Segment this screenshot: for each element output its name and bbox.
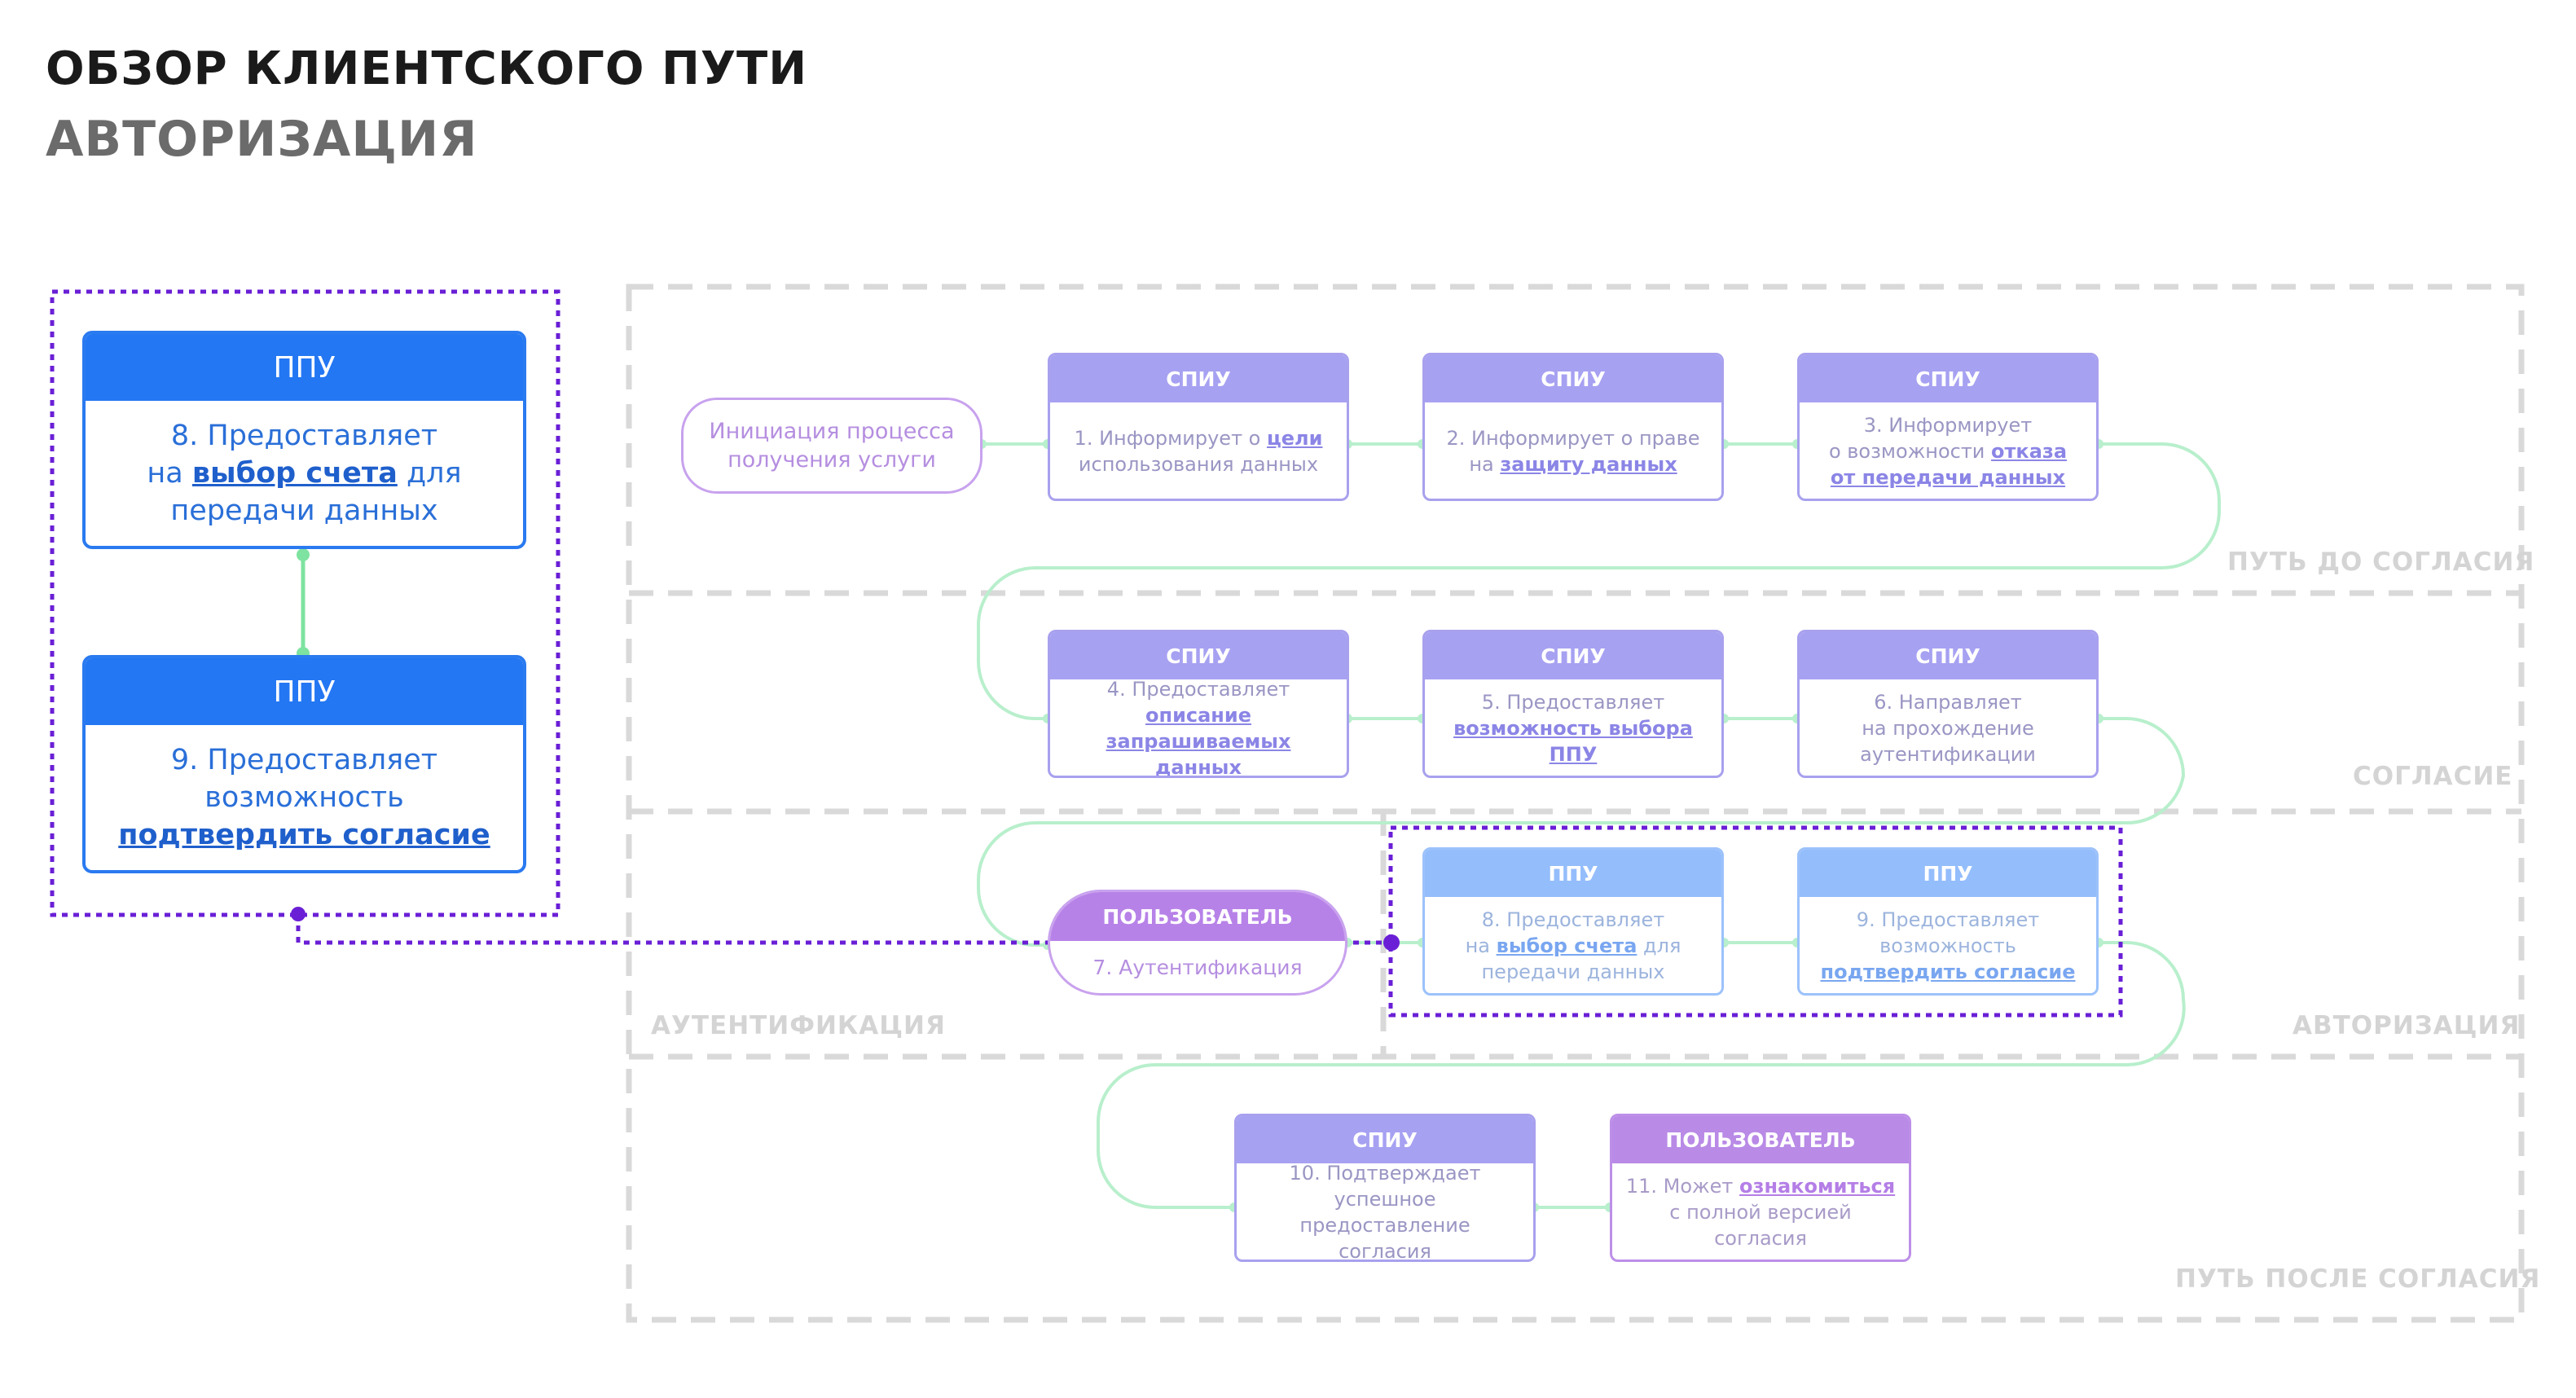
card-text-part: 4. Предоставляет (1106, 678, 1290, 701)
step-card-1: СПИУ 1. Информирует о цели использования… (1048, 353, 1349, 501)
card-text: 4. Предоставляет описание запрашиваемых … (1050, 678, 1347, 778)
zone-label-pre: ПУТЬ ДО СОГЛАСИЯ (2227, 547, 2535, 577)
card-highlight: подтвердить согласие (1820, 961, 2076, 983)
card-header: СПИУ (1050, 355, 1347, 402)
card-text-part: 9. Предоставляет возможность (1856, 908, 2040, 957)
card-header: ПОЛЬЗОВАТЕЛЬ (1050, 892, 1345, 941)
connector-loop (977, 717, 2186, 947)
step-card-6: СПИУ 6. Направляет на прохождение аутент… (1797, 630, 2099, 778)
card-text-part: для передачи данных (1481, 934, 1681, 983)
card-text-part: 10. Подтверждает успешное предоставление… (1289, 1162, 1481, 1262)
card-text-part: 8. Предоставляет на (147, 420, 438, 490)
step-card-5: СПИУ 5. Предоставляет возможность выбора… (1422, 630, 1724, 778)
card-header: СПИУ (1237, 1116, 1533, 1163)
step-card-11: ПОЛЬЗОВАТЕЛЬ 11. Может ознакомиться с по… (1610, 1114, 1911, 1262)
card-text-part: 9. Предоставляет возможность (170, 744, 438, 814)
card-highlight: подтвердить согласие (118, 819, 490, 851)
card-highlight: выбор счета (191, 457, 398, 490)
card-header: ППУ (1800, 850, 2096, 897)
card-text: 8. Предоставляет на выбор счета для пере… (1425, 897, 1721, 993)
zone-label-consent: СОГЛАСИЕ (2353, 762, 2513, 791)
card-highlight: ознакомиться (1739, 1175, 1896, 1198)
card-text: 8. Предоставляет на выбор счета для пере… (86, 401, 523, 546)
card-text-part: 2. Информирует о праве на (1446, 427, 1700, 476)
step-card-10: СПИУ 10. Подтверждает успешное предостав… (1234, 1114, 1536, 1262)
step-card-8: ППУ 8. Предоставляет на выбор счета для … (1422, 847, 1724, 996)
card-text-part: для передачи данных (170, 457, 462, 527)
focus-card-ppu-8: ППУ 8. Предоставляет на выбор счета для … (82, 331, 526, 549)
card-text: 6. Направляет на прохождение аутентифика… (1800, 679, 2096, 776)
card-header: ППУ (1425, 850, 1721, 897)
card-text-part: 3. Информирует о возможности (1828, 414, 2033, 463)
connector-loop (977, 442, 2221, 720)
card-text-part: 1. Информирует о (1074, 427, 1267, 450)
card-text: 5. Предоставляет возможность выбора ППУ (1425, 679, 1721, 776)
card-highlight: защиту данных (1500, 453, 1677, 476)
card-header: СПИУ (1425, 355, 1721, 402)
card-header: ПОЛЬЗОВАТЕЛЬ (1612, 1116, 1909, 1163)
connector-loop (1097, 941, 2186, 1209)
card-text: 7. Аутентификация (1092, 955, 1303, 979)
card-text: 11. Может ознакомиться с полной версией … (1612, 1163, 1909, 1260)
zone-label-authentication: АУТЕНТИФИКАЦИЯ (651, 1011, 946, 1040)
focus-link-dot (1383, 934, 1400, 951)
step-card-4: СПИУ 4. Предоставляет описание запрашива… (1048, 630, 1349, 778)
card-highlight: отказа от передачи данных (1830, 440, 2068, 489)
step-card-3: СПИУ 3. Информирует о возможности отказа… (1797, 353, 2099, 501)
card-text-part: с полной версией согласия (1669, 1201, 1852, 1250)
card-text: 2. Информирует о праве на защиту данных (1425, 402, 1721, 499)
zone-label-authorization: АВТОРИЗАЦИЯ (2292, 1011, 2521, 1040)
step-card-2: СПИУ 2. Информирует о праве на защиту да… (1422, 353, 1724, 501)
card-highlight: возможность выбора ППУ (1453, 717, 1693, 766)
card-text-part: 5. Предоставляет (1481, 691, 1665, 714)
card-header: ППУ (86, 334, 523, 401)
focus-frame-diagram (1388, 825, 2123, 1018)
focus-card-ppu-9: ППУ 9. Предоставляет возможность подтвер… (82, 655, 526, 873)
card-text-part: 6. Направляет на прохождение аутентифика… (1860, 691, 2036, 766)
zone-outer-border (626, 284, 2525, 1323)
connector-dot (297, 548, 310, 561)
card-header: ППУ (86, 658, 523, 725)
card-header: СПИУ (1050, 632, 1347, 679)
card-highlight: описание запрашиваемых данных (1106, 704, 1291, 778)
step-card-9: ППУ 9. Предоставляет возможность подтвер… (1797, 847, 2099, 996)
card-highlight: выбор счета (1496, 934, 1637, 957)
card-text-part: использования данных (1078, 453, 1319, 476)
card-text: 10. Подтверждает успешное предоставление… (1237, 1162, 1533, 1262)
card-text: 3. Информирует о возможности отказа от п… (1800, 402, 2096, 499)
focus-link-dot (291, 907, 306, 921)
card-text-part: 11. Может (1625, 1175, 1740, 1198)
card-text-part: 8. Предоставляет на (1465, 908, 1665, 957)
step-card-7: ПОЛЬЗОВАТЕЛЬ 7. Аутентификация (1048, 890, 1347, 996)
zone-label-post: ПУТЬ ПОСЛЕ СОГЛАСИЯ (2175, 1264, 2541, 1294)
card-text: 1. Информирует о цели использования данн… (1050, 402, 1347, 499)
card-header: СПИУ (1800, 355, 2096, 402)
page-subtitle: АВТОРИЗАЦИЯ (46, 111, 478, 168)
card-highlight: цели (1266, 427, 1323, 450)
focus-link (296, 914, 1391, 945)
page-title: ОБЗОР КЛИЕНТСКОГО ПУТИ (46, 42, 808, 95)
card-text: 9. Предоставляет возможность подтвердить… (1800, 897, 2096, 993)
card-text: 9. Предоставляет возможность подтвердить… (86, 725, 523, 870)
card-header: СПИУ (1800, 632, 2096, 679)
card-header: СПИУ (1425, 632, 1721, 679)
start-node: Инициация процесса получения услуги (681, 398, 982, 494)
